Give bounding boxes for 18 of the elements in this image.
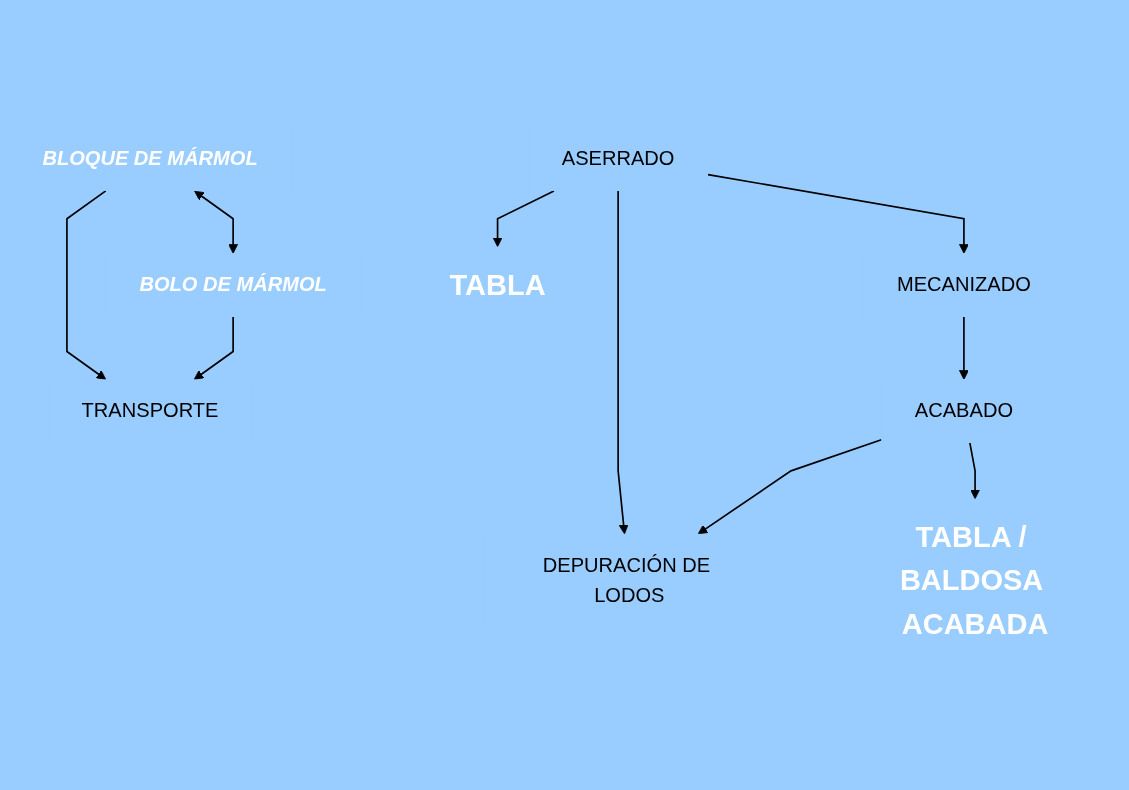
- arrow: [193, 316, 234, 380]
- arrow: [697, 438, 883, 535]
- arrow: [959, 316, 969, 380]
- node-text: BLOQUE DE MÁRMOL: [42, 147, 258, 170]
- node-text: MECANIZADO: [896, 273, 1031, 296]
- arrow: [617, 190, 629, 535]
- arrow: [969, 442, 980, 500]
- node-text: TABLA: [449, 267, 546, 302]
- node-text: TRANSPORTE: [81, 399, 219, 422]
- arrow: [66, 190, 107, 380]
- node-text: BOLO DE MÁRMOL: [139, 273, 327, 296]
- node-text: ASERRADO: [561, 147, 675, 170]
- node-text: ACABADO: [914, 399, 1014, 422]
- arrow: [194, 190, 239, 254]
- node-text: TABLA / BALDOSA ACABADA: [899, 519, 1049, 641]
- arrow: [492, 190, 555, 248]
- arrow: [707, 173, 969, 254]
- node-text: DEPURACIÓN DE LODOS: [542, 553, 711, 607]
